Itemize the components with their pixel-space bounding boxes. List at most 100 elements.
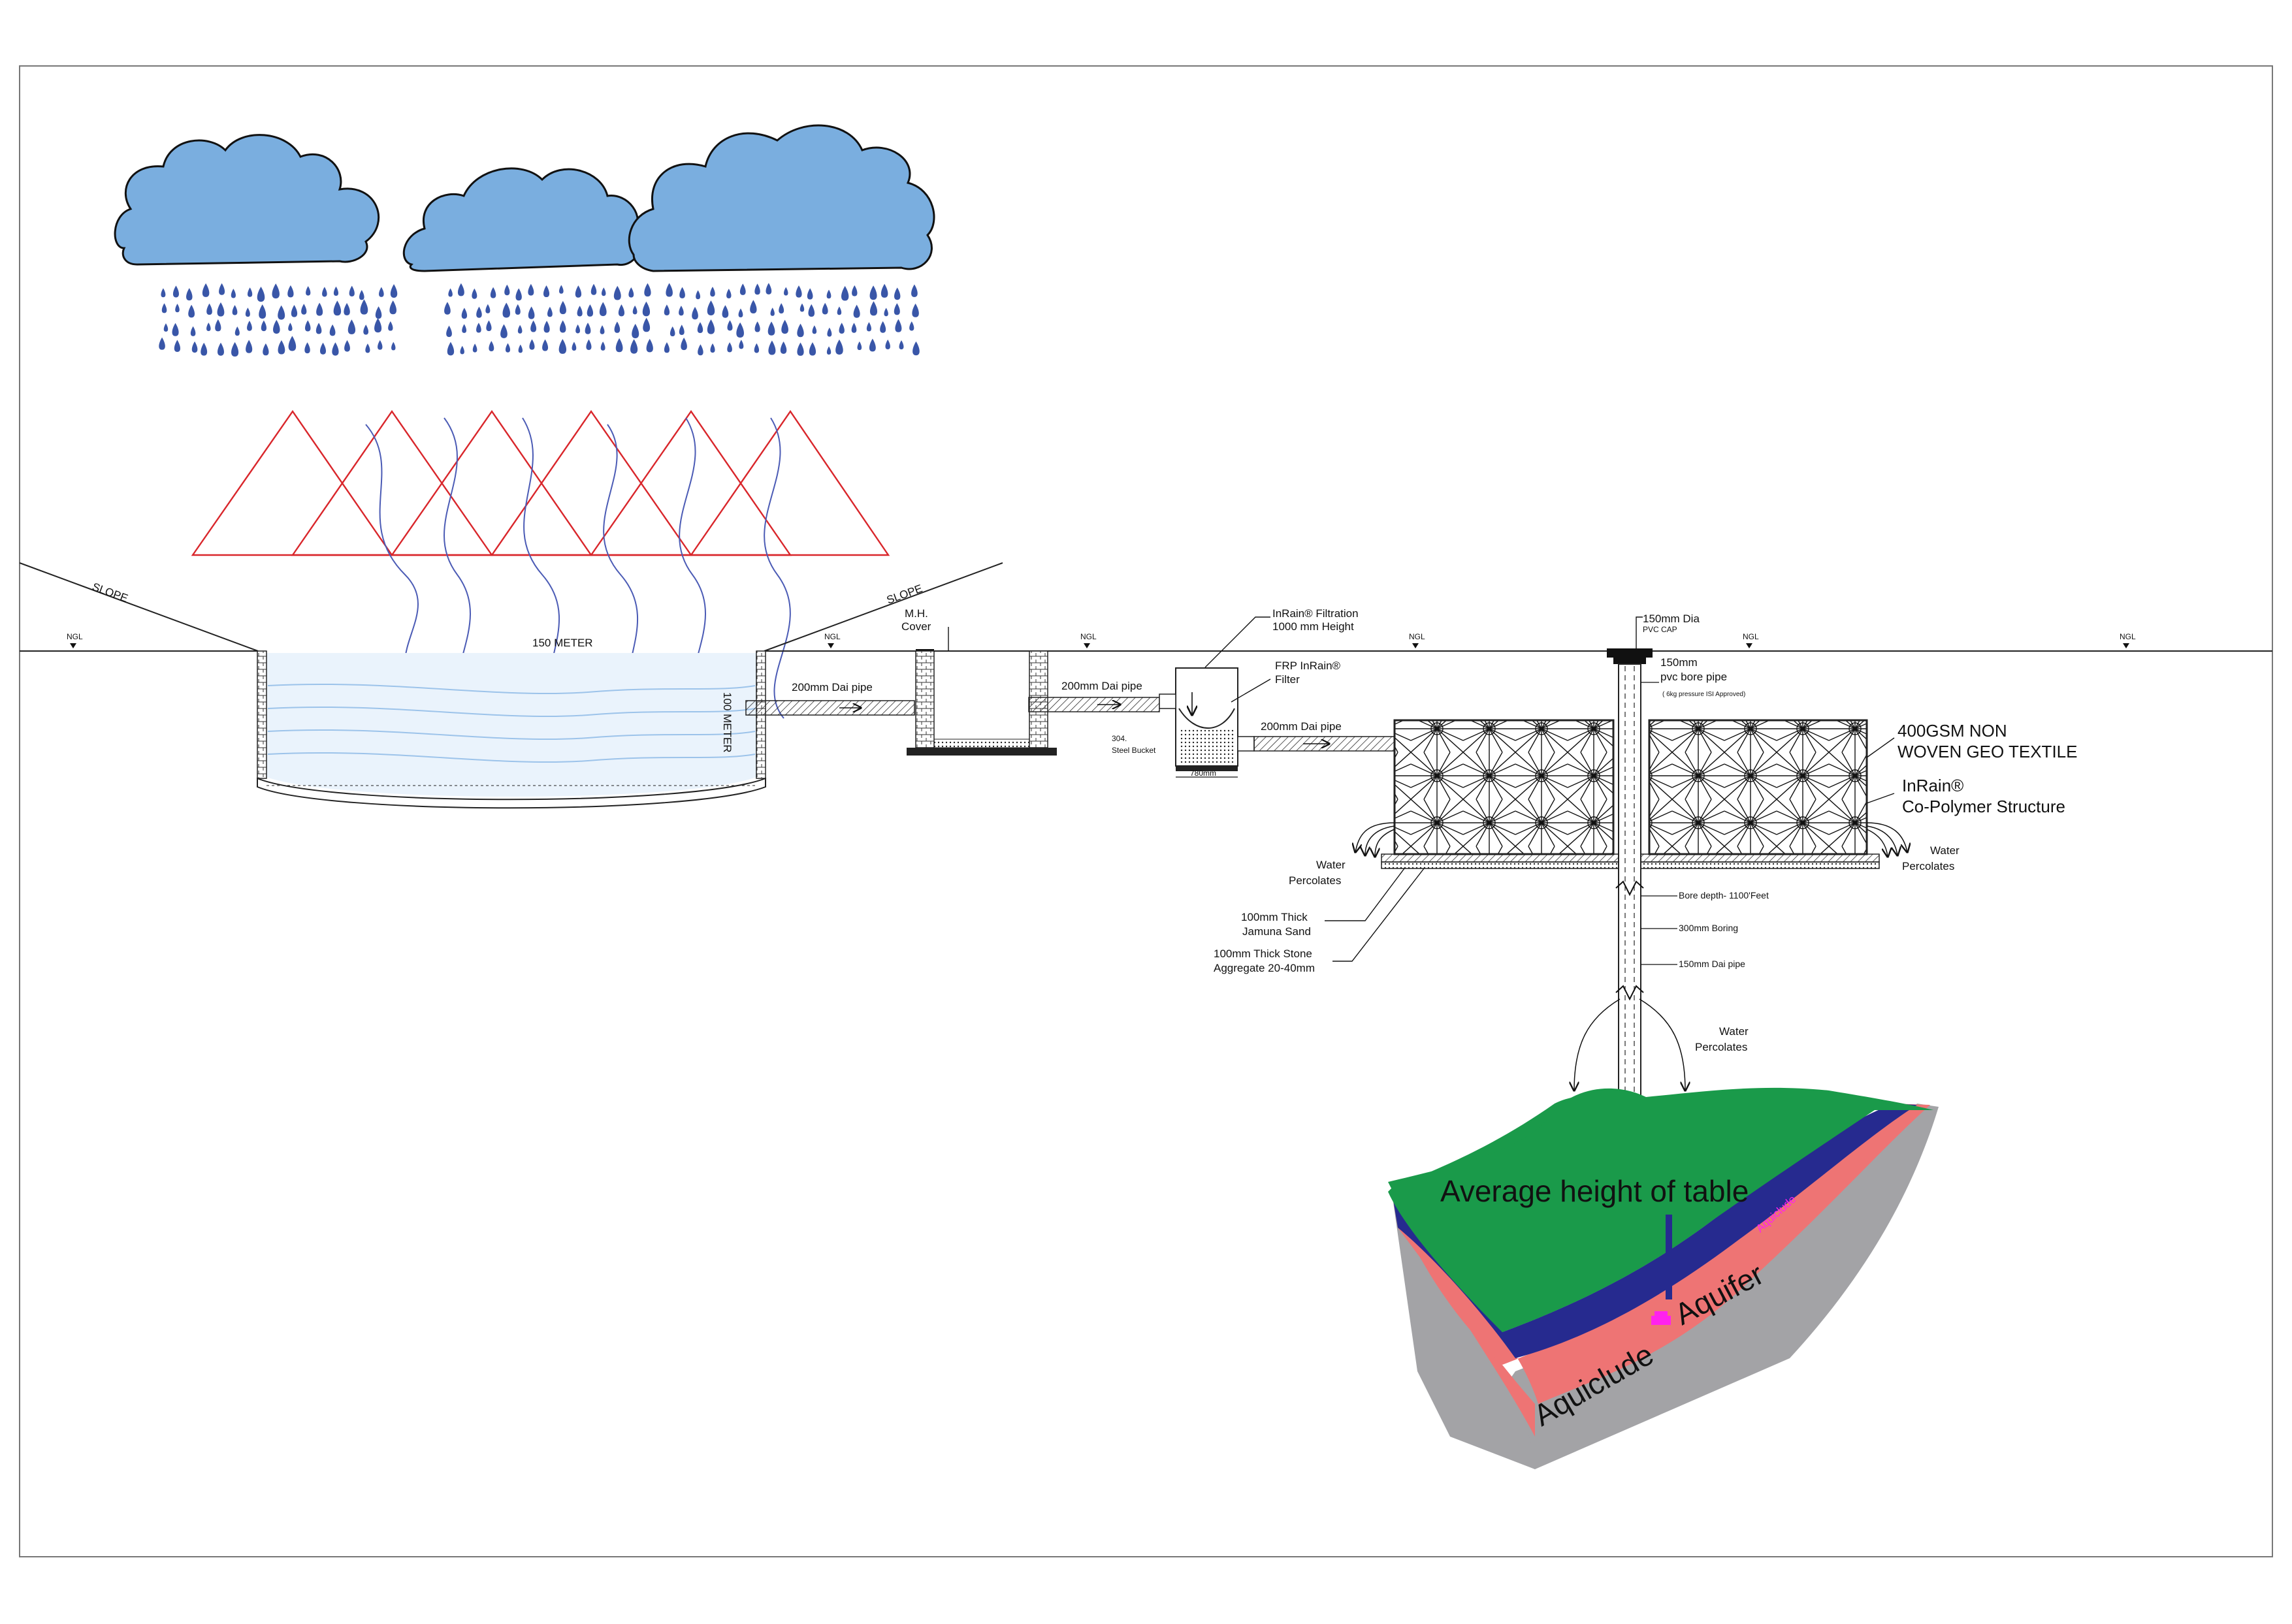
raindrop-icon — [670, 326, 675, 336]
raindrop-icon — [247, 287, 253, 297]
pipe-b-label: 200mm Dai pipe — [1061, 680, 1142, 692]
water-table-label: Average height of table — [1440, 1174, 1749, 1208]
percolate-right-label-2: Percolates — [1902, 860, 1954, 872]
geotextile-label-1: 400GSM NON — [1897, 721, 2007, 740]
raindrop-icon — [161, 288, 166, 298]
raindrop-icon — [558, 339, 567, 354]
raindrop-icon — [206, 323, 211, 332]
raindrop-icon — [543, 321, 550, 333]
raindrop-icon — [472, 343, 477, 353]
sheet-border — [19, 65, 2273, 1557]
raindrop-icon — [378, 340, 383, 350]
raindrop-icon — [632, 305, 638, 315]
raindrop-icon — [161, 303, 167, 313]
raindrop-icon — [505, 343, 511, 353]
raindrop-icon — [895, 319, 902, 332]
raindrop-icon — [707, 300, 715, 316]
raindrop-icon — [601, 287, 606, 296]
raindrop-icon — [779, 303, 784, 314]
raindrop-icon — [613, 285, 621, 300]
pipe-a — [745, 700, 915, 716]
raindrop-icon — [577, 306, 583, 317]
raindrop-icon — [530, 320, 537, 332]
filtration-label-1: InRain® Filtration — [1272, 607, 1359, 620]
pipe-b — [1028, 697, 1160, 712]
raindrop-icon — [234, 326, 240, 336]
raindrop-icon — [736, 322, 744, 338]
svg-text:NGL: NGL — [67, 632, 83, 641]
raindrop-icon — [869, 338, 876, 352]
raindrop-icon — [515, 288, 522, 301]
raindrop-icon — [291, 305, 298, 317]
raindrop-icon — [219, 283, 225, 295]
raindrop-icon — [909, 321, 914, 331]
raindrop-icon — [894, 303, 900, 315]
raindrop-icon — [486, 320, 492, 331]
raindrop-icon — [796, 285, 802, 298]
bucket-label-2: Steel Bucket — [1112, 746, 1156, 755]
raindrop-icon — [912, 341, 920, 356]
raindrop-icon — [263, 343, 269, 356]
raindrop-icon — [360, 299, 368, 315]
percolation-arrows — [1355, 822, 1907, 1091]
raindrop-icon — [301, 304, 307, 315]
svg-text:NGL: NGL — [1743, 632, 1759, 641]
raindrop-icon — [869, 285, 877, 300]
raindrop-icon — [172, 323, 179, 336]
raindrop-icon — [447, 342, 455, 356]
raindrop-icon — [304, 342, 310, 354]
geology-block — [1388, 1087, 1939, 1469]
raindrop-icon — [912, 303, 919, 317]
raindrop-icon — [528, 306, 535, 319]
raindrop-icon — [885, 340, 890, 349]
percolate-left-label-2: Percolates — [1289, 874, 1341, 887]
raindrop-icon — [476, 306, 482, 318]
raindrop-icon — [738, 308, 743, 317]
raindrop-icon — [462, 324, 467, 333]
raindrop-icon — [618, 304, 625, 317]
svg-text:NGL: NGL — [1080, 632, 1097, 641]
raindrop-icon — [599, 302, 607, 317]
bucket-label-1: 304. — [1112, 734, 1127, 743]
raindrop-icon — [273, 319, 280, 334]
pond-width-label: 150 METER — [532, 637, 593, 649]
raindrop-icon — [559, 320, 566, 333]
raindrop-icon — [911, 284, 918, 297]
raindrop-icon — [316, 302, 323, 316]
bucket-width-label: 780mm — [1190, 769, 1216, 778]
raindrop-icon — [884, 308, 888, 317]
raindrop-icon — [543, 285, 550, 298]
raindrop-icon — [575, 324, 581, 334]
raindrop-icon — [347, 319, 356, 334]
pipe-c-label: 200mm Dai pipe — [1261, 720, 1342, 733]
raindrop-icon — [315, 323, 322, 334]
raindrop-icon — [457, 283, 464, 296]
raindrop-icon — [837, 306, 842, 315]
raindrop-icon — [444, 302, 451, 315]
raindrop-icon — [727, 342, 732, 353]
raindrop-icon — [643, 317, 651, 332]
raindrop-icon — [839, 323, 845, 334]
pond-depth-label: 100 METER — [721, 692, 734, 753]
raindrop-icon — [880, 283, 888, 298]
raindrop-icon — [558, 285, 564, 294]
raindrop-icon — [391, 342, 396, 351]
bore-pipe-label-3: ( 6kg pressure ISI Approved) — [1662, 691, 1745, 698]
ngl-markers: NGL NGL NGL NGL NGL NGL — [67, 632, 2136, 648]
pond — [257, 650, 766, 809]
sand-label-1: 100mm Thick — [1241, 911, 1308, 923]
raindrop-icon — [201, 342, 208, 356]
raindrop-icon — [272, 283, 280, 299]
sand-label-2: Jamuna Sand — [1242, 925, 1311, 938]
raindrop-icon — [365, 343, 370, 353]
raindrop-icon — [559, 300, 566, 315]
raindrop-icon — [681, 338, 687, 351]
raindrop-icon — [333, 286, 339, 296]
geotextile-label-2: WOVEN GEO TEXTILE — [1897, 742, 2077, 761]
raindrop-icon — [547, 306, 553, 317]
raindrop-icon — [894, 287, 901, 300]
raindrop-icon — [835, 339, 843, 355]
raindrop-icon — [191, 341, 198, 353]
raindrop-icon — [585, 323, 591, 334]
